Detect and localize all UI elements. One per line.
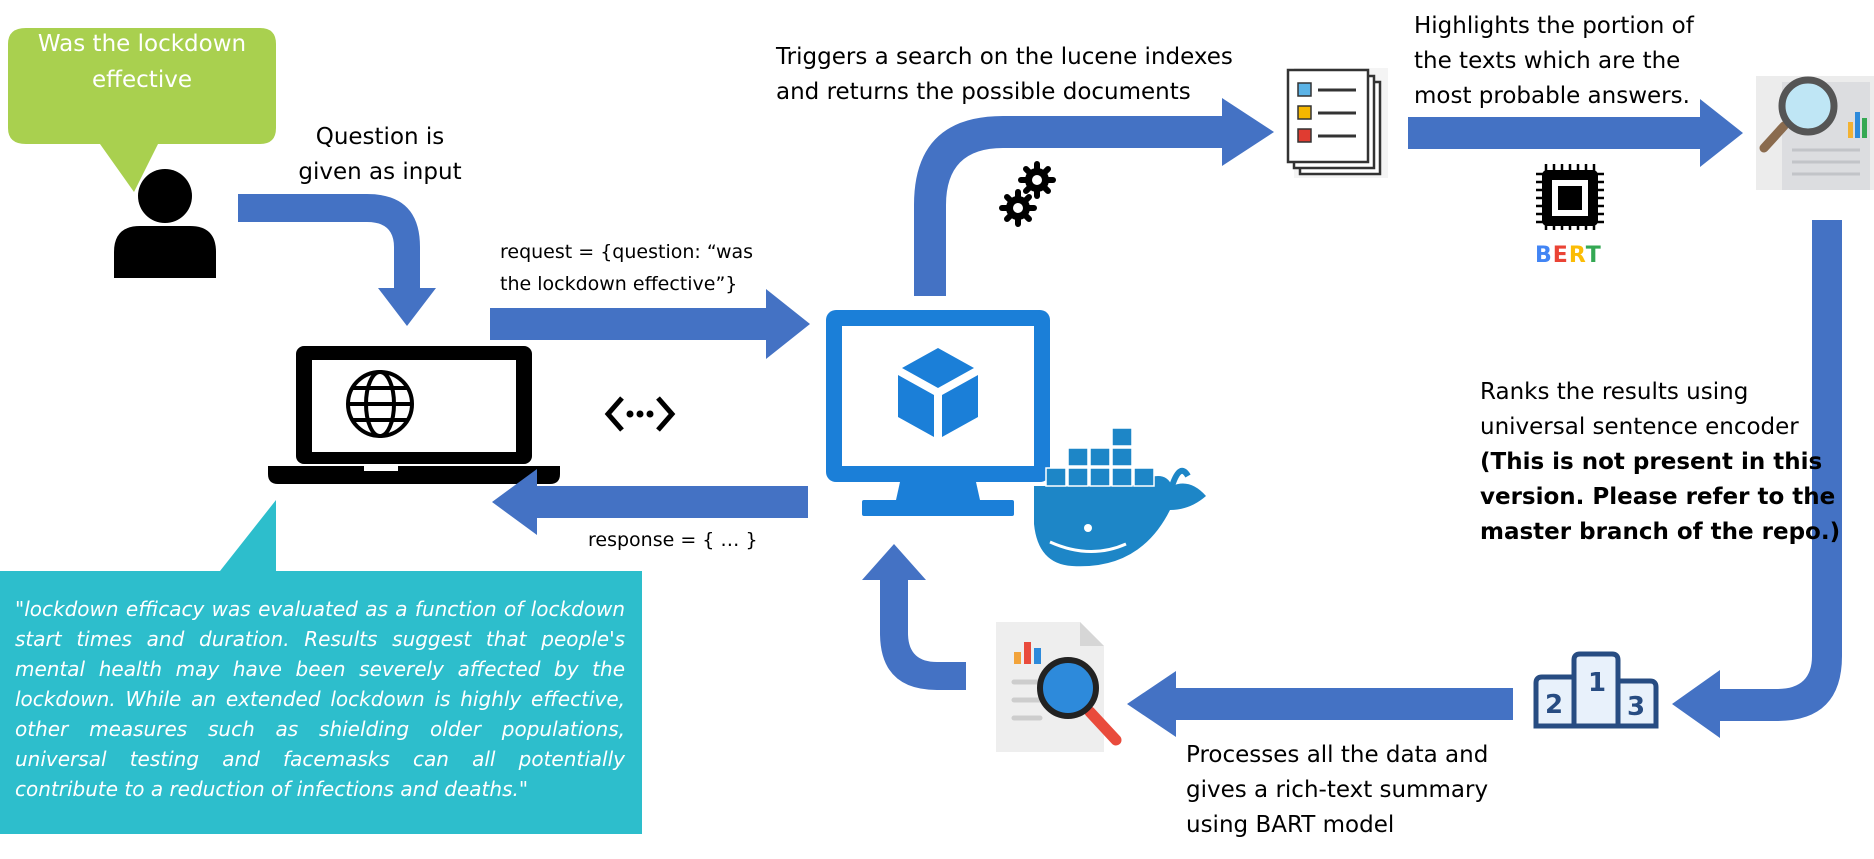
podium-number: 1 [1588,668,1607,698]
quote-box [0,500,642,834]
podium-icon [1533,651,1659,729]
label-line: Question is [315,124,445,150]
globe-icon [346,370,414,438]
arrow-question-input [238,194,436,326]
label-line: Highlights the portion of [1414,13,1694,39]
label-search: Triggers a search on the lucene indexes … [776,40,1233,110]
label-line: gives a rich-text summary [1186,777,1489,803]
bert-letter: B [1535,243,1553,268]
cube-icon [898,348,978,437]
bert-logo: BERT [1535,243,1602,268]
monitor-icon [826,310,1050,516]
chart-search-document-icon [996,622,1122,752]
label-line: Processes all the data and [1186,742,1489,768]
label-line: and returns the possible documents [776,79,1191,105]
cpu-chip-icon [1536,164,1604,230]
quote-text: "lockdown efficacy was evaluated as a fu… [15,597,625,801]
podium-number: 3 [1627,692,1646,722]
bert-letter: T [1585,243,1602,268]
docker-whale-icon [1034,427,1206,567]
label-line: most probable answers. [1414,83,1690,109]
label-line: universal sentence encoder [1480,414,1799,440]
label-line: the lockdown effective”} [500,273,738,295]
bert-letter: R [1568,243,1586,268]
quote-box-shape [0,500,642,834]
arrow-request [490,289,810,359]
arrow-search [914,98,1274,296]
podium-number: 2 [1545,690,1564,720]
label-request: request = {question: “was the lockdown e… [500,236,753,300]
label-line: request = {question: “was [500,241,754,263]
speech-bubble-shape [8,28,276,192]
label-line-bold: master branch of the repo.) [1480,519,1841,545]
code-brackets-icon [604,396,676,432]
arrow-ranks [1672,220,1842,738]
label-line: the texts which are the [1414,48,1681,74]
label-ranks: Ranks the results using universal senten… [1480,375,1840,550]
label-line-bold: (This is not present in this [1480,449,1823,475]
user-icon [114,169,216,278]
arrow-response [492,469,808,535]
speech-bubble [8,28,276,192]
document-list-icon [1286,68,1388,178]
arrow-up-to-server [862,544,966,690]
speech-bubble-text: Was the lockdown effective [37,31,247,93]
bert-letter: E [1552,243,1569,268]
label-summary: Processes all the data and gives a rich-… [1186,738,1488,843]
laptop-icon [268,346,560,484]
search-report-icon [1756,76,1874,190]
label-line: given as input [298,159,462,185]
label-response: response = { … } [588,529,758,551]
gears-icon [999,161,1056,227]
arrow-highlights [1408,99,1743,167]
label-highlights: Highlights the portion of the texts whic… [1414,9,1694,114]
label-line: Triggers a search on the lucene indexes [776,44,1233,70]
label-line-bold: version. Please refer to the [1480,484,1836,510]
label-line: using BART model [1186,812,1395,838]
arrow-summary [1127,671,1513,737]
label-question-input: Question is given as input [280,120,480,190]
label-line: Ranks the results using [1480,379,1749,405]
